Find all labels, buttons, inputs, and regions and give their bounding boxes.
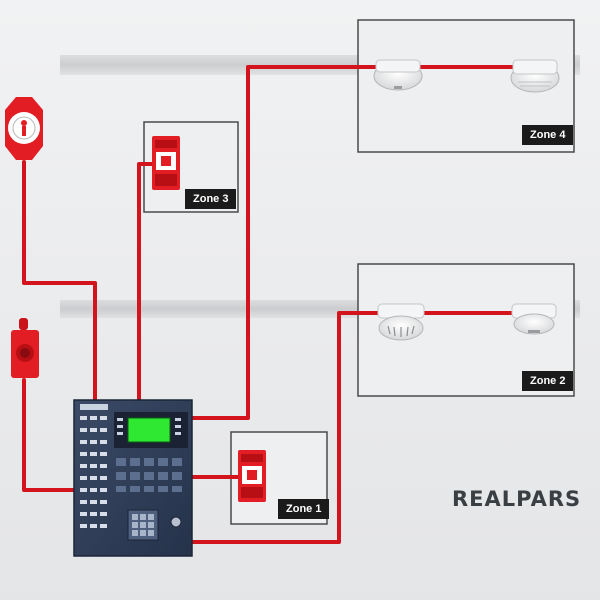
wire-bell: [22, 160, 97, 402]
wire-zone3: [137, 162, 156, 402]
control-panel-icon: [73, 399, 193, 557]
wire-zone4: [190, 65, 377, 420]
pull-station-icon: [152, 136, 180, 190]
smoke-detector-icon: [377, 303, 425, 341]
zone2-label: Zone 2: [522, 371, 574, 391]
zone4-label: Zone 4: [522, 125, 574, 145]
zone1-label: Zone 1: [278, 499, 330, 519]
smoke-detector-icon: [511, 303, 557, 335]
wire-zone2: [190, 311, 382, 544]
key-lock-icon: [170, 516, 182, 528]
realpars-logo: REALPARS: [452, 487, 582, 511]
wire-siren: [22, 378, 77, 492]
panel-display: [127, 417, 171, 443]
siren-icon: [11, 318, 39, 378]
zone3-label: Zone 3: [185, 189, 237, 209]
wiring: [22, 65, 516, 544]
smoke-detector-icon: [510, 59, 560, 93]
fire-bell-icon: [5, 97, 43, 160]
pull-station-icon: [238, 450, 266, 502]
smoke-detector-icon: [373, 59, 423, 91]
